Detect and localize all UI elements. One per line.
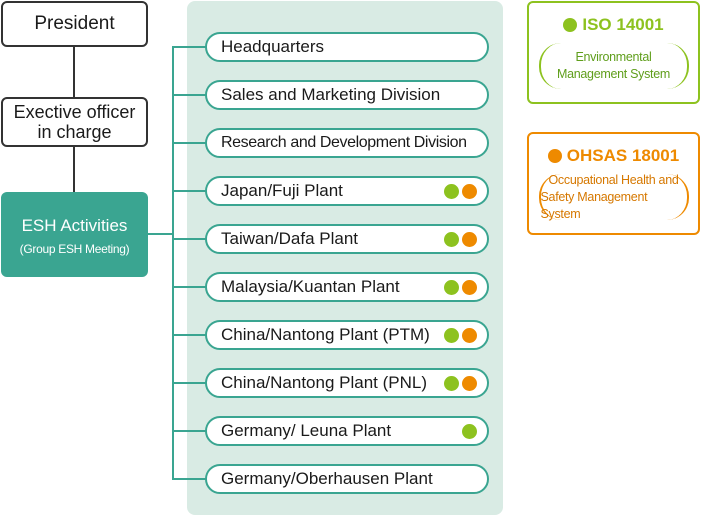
- orange-dot-icon: [547, 149, 562, 163]
- unit-label: Germany/ Leuna Plant: [221, 421, 392, 440]
- ohsas-18001-dot-icon: [462, 328, 477, 343]
- tree-branch: [172, 190, 206, 192]
- iso-14001-dot-icon: [444, 328, 459, 343]
- tree-connector-horizontal: [148, 233, 173, 235]
- certification-dots: [444, 376, 477, 391]
- certification-dots: [444, 232, 477, 247]
- certification-dots: [444, 328, 477, 343]
- tree-branch: [172, 46, 206, 48]
- connector-president-exec: [73, 47, 75, 97]
- certification-dots: [444, 184, 477, 199]
- esh-activities-box: ESH Activities (Group ESH Meeting): [1, 192, 148, 277]
- iso-14001-dot-icon: [444, 232, 459, 247]
- connector-exec-esh: [73, 147, 75, 192]
- iso-14001-title: ISO 14001: [582, 15, 664, 34]
- ohsas-18001-dot-icon: [462, 280, 477, 295]
- unit-item: China/Nantong Plant (PTM): [205, 320, 489, 350]
- iso-14001-legend: ISO 14001 Environmental Management Syste…: [527, 1, 700, 104]
- iso-14001-dot-icon: [462, 424, 477, 439]
- ohsas-18001-desc-line1: Occupational Health and: [548, 172, 679, 187]
- iso-14001-dot-icon: [444, 280, 459, 295]
- ohsas-18001-desc-line2: Safety Management System: [540, 189, 648, 221]
- ohsas-18001-legend: OHSAS 18001 Occupational Health and Safe…: [527, 132, 700, 235]
- unit-label: Germany/Oberhausen Plant: [221, 469, 433, 488]
- president-label: President: [34, 13, 115, 34]
- ohsas-18001-description: Occupational Health and Safety Managemen…: [538, 172, 689, 221]
- iso-14001-dot-icon: [444, 184, 459, 199]
- certification-dots: [462, 424, 477, 439]
- tree-branch: [172, 94, 206, 96]
- tree-trunk: [172, 46, 174, 480]
- unit-label: Sales and Marketing Division: [221, 85, 441, 104]
- president-box: President: [1, 1, 148, 47]
- unit-label: Malaysia/Kuantan Plant: [221, 277, 400, 296]
- unit-label: Research and Development Division: [221, 134, 467, 151]
- unit-item: Headquarters: [205, 32, 489, 62]
- executive-officer-line1: Exective officer: [13, 102, 136, 122]
- iso-14001-desc-line2: Management System: [556, 67, 670, 81]
- green-dot-icon: [563, 18, 578, 32]
- unit-label: Taiwan/Dafa Plant: [221, 229, 359, 248]
- tree-branch: [172, 478, 206, 480]
- unit-item: Japan/Fuji Plant: [205, 176, 489, 206]
- ohsas-18001-dot-icon: [462, 232, 477, 247]
- unit-item: Taiwan/Dafa Plant: [205, 224, 489, 254]
- iso-14001-dot-icon: [444, 376, 459, 391]
- iso-14001-desc-line1: Environmental: [575, 50, 652, 64]
- esh-activities-title: ESH Activities: [21, 215, 128, 235]
- unit-item: China/Nantong Plant (PNL): [205, 368, 489, 398]
- tree-branch: [172, 334, 206, 336]
- certification-dots: [444, 280, 477, 295]
- tree-branch: [172, 238, 206, 240]
- executive-officer-line2: in charge: [37, 122, 112, 142]
- ohsas-18001-title: OHSAS 18001: [566, 146, 680, 165]
- unit-item: Germany/ Leuna Plant: [205, 416, 489, 446]
- unit-label: China/Nantong Plant (PTM): [221, 325, 430, 344]
- unit-item: Research and Development Division: [205, 128, 489, 158]
- tree-branch: [172, 286, 206, 288]
- executive-officer-box: Exective officer in charge: [1, 97, 148, 147]
- unit-item: Malaysia/Kuantan Plant: [205, 272, 489, 302]
- unit-item: Sales and Marketing Division: [205, 80, 489, 110]
- unit-label: Headquarters: [221, 37, 325, 56]
- unit-item: Germany/Oberhausen Plant: [205, 464, 489, 494]
- tree-branch: [172, 382, 206, 384]
- ohsas-18001-dot-icon: [462, 184, 477, 199]
- iso-14001-heading: ISO 14001: [563, 15, 664, 35]
- tree-branch: [172, 430, 206, 432]
- tree-branch: [172, 142, 206, 144]
- esh-activities-subtitle: (Group ESH Meeting): [19, 241, 130, 256]
- ohsas-18001-dot-icon: [462, 376, 477, 391]
- ohsas-18001-heading: OHSAS 18001: [547, 146, 680, 166]
- unit-label: Japan/Fuji Plant: [221, 181, 343, 200]
- unit-label: China/Nantong Plant (PNL): [221, 373, 428, 392]
- iso-14001-description: Environmental Management System: [538, 43, 689, 89]
